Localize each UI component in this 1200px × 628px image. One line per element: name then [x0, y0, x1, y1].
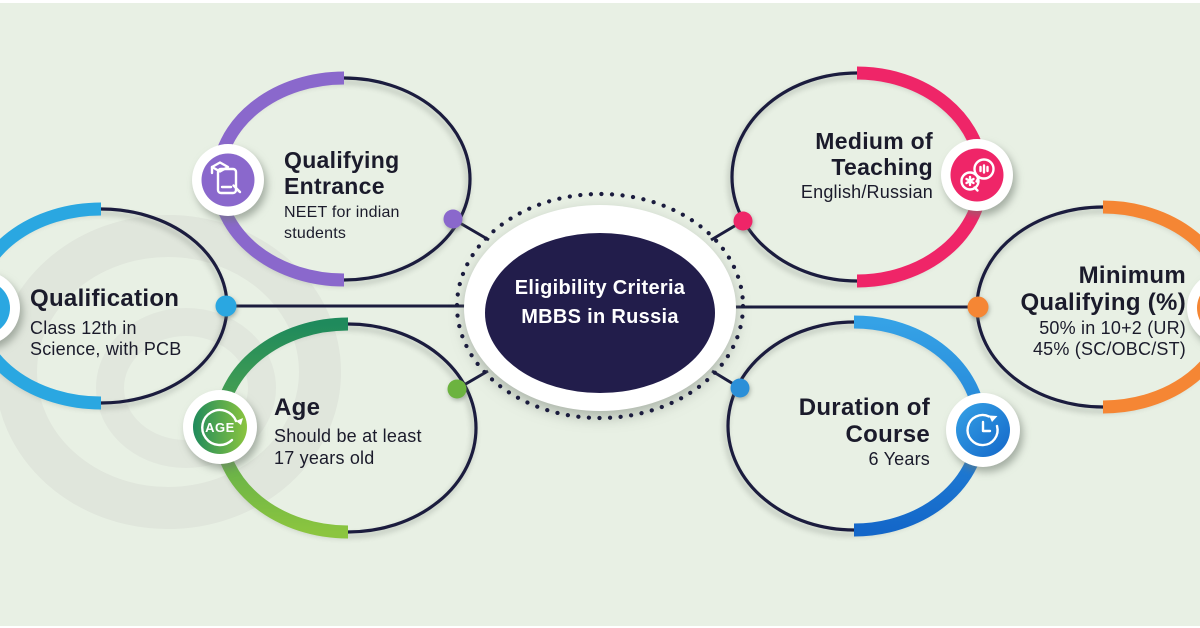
dotted-ring: [454, 191, 746, 421]
node-text-minimum-qualifying: Minimum Qualifying (%) 50% in 10+2 (UR) …: [968, 262, 1186, 360]
node-title: Qualification: [30, 285, 180, 312]
node-title-line2: Course: [845, 421, 930, 448]
node-title-line1: Qualifying: [284, 147, 400, 173]
top-edge: [0, 0, 1200, 3]
node-subtitle-line2: 45% (SC/OBC/ST): [1032, 339, 1186, 359]
dot-qualifying-entrance: [443, 209, 463, 229]
node-subtitle-line1: English/Russian: [800, 182, 933, 202]
node-text-qualification: Qualification Class 12th in Science, wit…: [30, 285, 240, 360]
node-text-duration-of-course: Duration of Course 6 Years: [710, 394, 930, 470]
center-title-line1: Eligibility Criteria: [514, 277, 686, 299]
dot-age: [447, 379, 467, 399]
language-bubbles-icon: [941, 139, 1013, 211]
dot-qualification: [215, 295, 237, 317]
dot-medium: [733, 211, 753, 231]
node-subtitle-line2: Science, with PCB: [30, 339, 182, 359]
node-title-line1: Duration of: [798, 394, 930, 421]
connector-lines: [226, 217, 978, 391]
connector-dots: [215, 209, 989, 399]
age-cycle-icon: AGE: [183, 390, 257, 464]
node-title: Age: [274, 394, 321, 421]
node-title-line2: Entrance: [284, 173, 385, 199]
node-subtitle-line2: 17 years old: [274, 448, 375, 468]
clock-rotate-icon: [946, 393, 1020, 467]
exam-pencil-icon: [192, 144, 264, 216]
percent-icon: [1187, 279, 1200, 337]
graduation-icon: [0, 275, 20, 341]
node-subtitle-line1: Class 12th in: [30, 318, 137, 338]
center-title-line2: MBBS in Russia: [521, 306, 679, 328]
node-subtitle-line2: students: [284, 225, 347, 242]
node-title-line1: Minimum: [1078, 262, 1186, 289]
node-subtitle-line1: NEET for indian: [284, 204, 400, 221]
node-subtitle-line1: Should be at least: [274, 426, 422, 446]
node-text-medium-of-teaching: Medium of Teaching English/Russian: [705, 128, 933, 203]
age-icon-label: AGE: [205, 420, 235, 435]
dot-duration: [730, 378, 750, 398]
bottom-edge: [0, 626, 1200, 628]
node-subtitle-line1: 50% in 10+2 (UR): [1039, 318, 1186, 338]
node-subtitle-line1: 6 Years: [868, 449, 930, 469]
node-title-line2: Teaching: [831, 154, 933, 180]
dot-minimum: [967, 296, 989, 318]
node-title-line1: Medium of: [815, 128, 933, 154]
center-title: Eligibility Criteria MBBS in Russia: [450, 274, 750, 332]
node-title-line2: Qualifying (%): [1020, 289, 1186, 316]
node-text-qualifying-entrance: Qualifying Entrance NEET for indian stud…: [284, 147, 484, 244]
node-text-age: Age Should be at least 17 years old: [274, 394, 484, 469]
center-node: [454, 191, 746, 421]
center-ellipse: [485, 233, 715, 393]
